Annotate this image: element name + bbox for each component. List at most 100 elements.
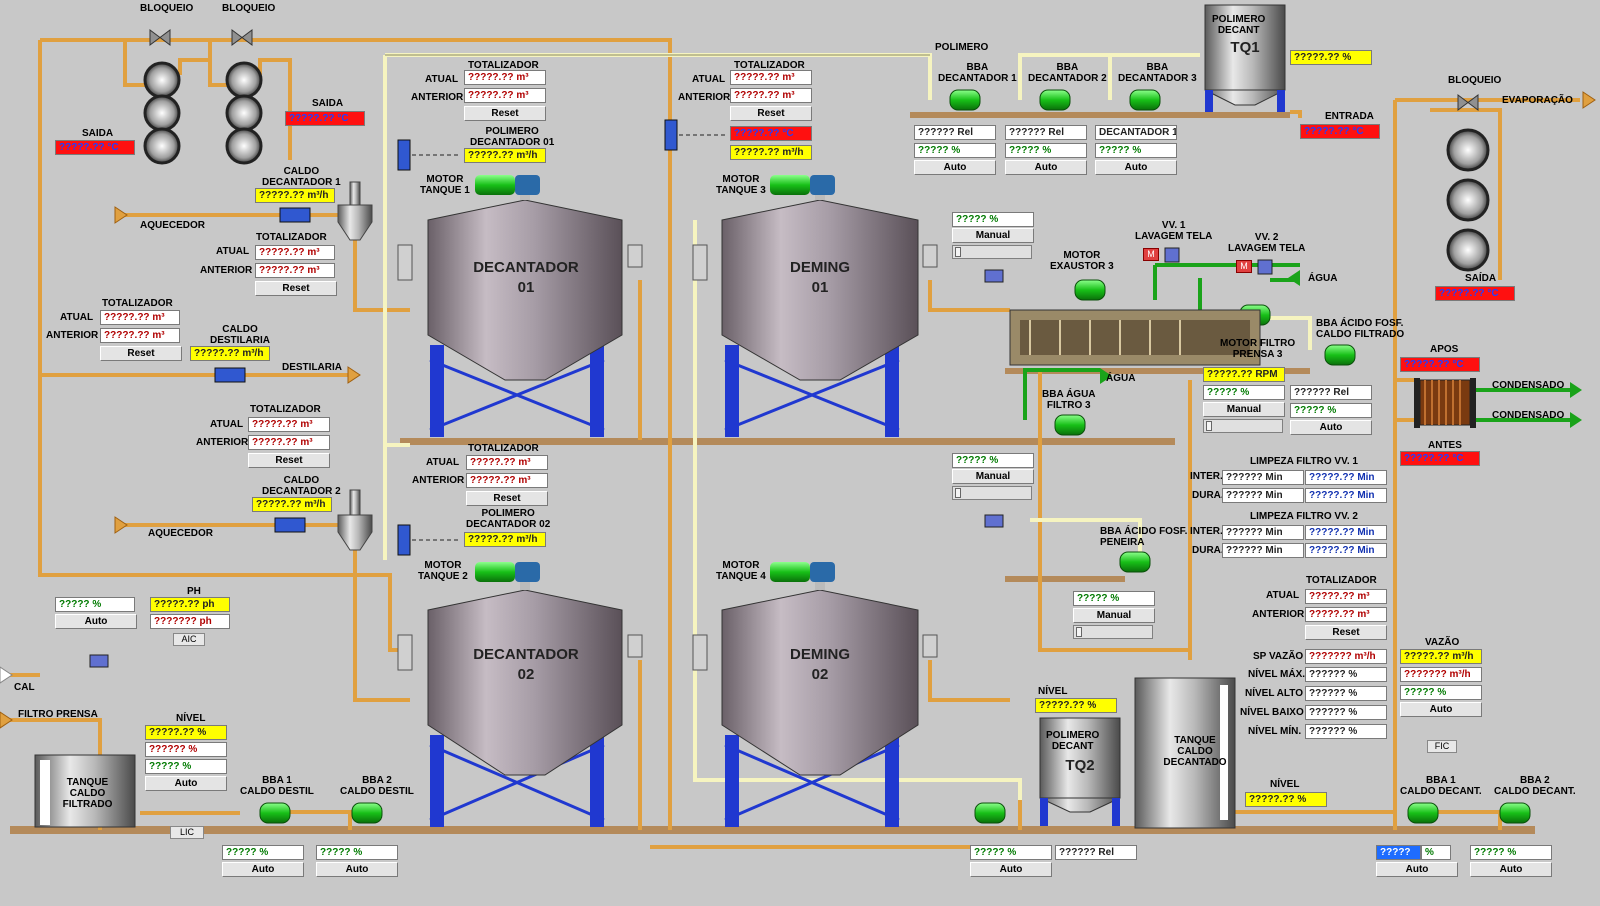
bba-dec3-auto-button[interactable]: Auto	[1095, 160, 1177, 175]
reset-button-g[interactable]: Reset	[1305, 625, 1387, 640]
reset-button-c[interactable]: Reset	[248, 453, 330, 468]
nivel-alto-value: ?????? %	[1305, 686, 1387, 701]
vazao-sp-value: ??????? m³/h	[1400, 667, 1482, 682]
apos-temp-value: ?????.?? °C	[1400, 357, 1480, 372]
tq2-title: TQ2	[1065, 757, 1095, 774]
total-e-anterior: ?????.?? m³	[466, 473, 548, 488]
bloqueio-label-2: BLOQUEIO	[222, 3, 276, 14]
slider-thumb[interactable]	[955, 488, 961, 498]
totalizador-label-d: TOTALIZADOR	[468, 60, 539, 71]
atual-label-g: ATUAL	[1266, 590, 1300, 601]
filtro-prensa-manual-button[interactable]: Manual	[1203, 402, 1285, 417]
saida1-temp-value: ?????.?? °C	[55, 140, 135, 155]
bba-dec2-rel: ?????? Rel	[1005, 125, 1087, 140]
total-c-atual: ?????.?? m³	[248, 417, 330, 432]
motor-exaustor3-label: MOTOR EXAUSTOR 3	[1050, 250, 1114, 272]
atual-label-d: ATUAL	[425, 74, 459, 85]
bloqueio-label-3: BLOQUEIO	[1448, 75, 1502, 86]
bba-dec2-auto-button[interactable]: Auto	[1005, 160, 1087, 175]
ph-value: ?????.?? ph	[150, 597, 230, 612]
fic-tag[interactable]: FIC	[1427, 740, 1457, 753]
vv1-dura-sp: ?????.?? Min	[1305, 488, 1387, 503]
nivel-min-label: NÍVEL MÍN.	[1248, 726, 1302, 737]
aic-auto-button[interactable]: Auto	[55, 614, 137, 629]
bba1-decant-auto-button[interactable]: Auto	[1376, 862, 1458, 877]
total-d-atual: ?????.?? m³	[464, 70, 546, 85]
filtro-prensa-slider[interactable]	[1203, 419, 1283, 433]
peneira-slider[interactable]	[952, 486, 1032, 500]
vazao-value: ?????.?? m³/h	[1400, 649, 1482, 664]
ph-label: PH	[187, 586, 201, 597]
flow-arrows	[0, 91, 1596, 729]
slider-thumb[interactable]	[955, 247, 961, 257]
polimero-dec01-flow-value: ?????.?? m³/h	[464, 148, 546, 163]
bba-dec1-rel: ?????? Rel	[914, 125, 996, 140]
exaustor-manual-button[interactable]: Manual	[952, 228, 1034, 243]
atual-label-f: ATUAL	[692, 74, 726, 85]
caldo-decantador1-label: CALDO DECANTADOR 1	[262, 166, 341, 188]
vv2-label: VV. 2 LAVAGEM TELA	[1228, 232, 1306, 254]
aic-tag[interactable]: AIC	[173, 633, 205, 646]
slider-thumb[interactable]	[1206, 421, 1212, 431]
bba-acido-peneira-output: ????? %	[1073, 591, 1155, 606]
motor-tanque3-label: MOTOR TANQUE 3	[716, 174, 766, 196]
evaporacao-label: EVAPORAÇÃO	[1502, 95, 1573, 106]
vv2-dura-value: ?????? Min	[1222, 543, 1304, 558]
condensado-label-1: CONDENSADO	[1492, 380, 1565, 391]
cyclone-separators	[337, 181, 373, 551]
bba-acido-peneira-manual-button[interactable]: Manual	[1073, 608, 1155, 623]
reset-button-b[interactable]: Reset	[100, 346, 182, 361]
bba2-destil-auto-button[interactable]: Auto	[316, 862, 398, 877]
bba-dec1-auto-button[interactable]: Auto	[914, 160, 996, 175]
nivel-min-value: ?????? %	[1305, 724, 1387, 739]
bba-acido-peneira-slider[interactable]	[1073, 625, 1153, 639]
bba-tq2-auto-button[interactable]: Auto	[970, 862, 1052, 877]
bba1-destil-auto-button[interactable]: Auto	[222, 862, 304, 877]
reset-button-f[interactable]: Reset	[730, 106, 812, 121]
bba-decantador1-label: BBA DECANTADOR 1	[938, 62, 1017, 84]
polimero-dec02-label: POLIMERO DECANTADOR 02	[466, 508, 551, 530]
reset-button-d[interactable]: Reset	[464, 106, 546, 121]
sp-vazao-label: SP VAZÃO	[1253, 651, 1304, 662]
lic-auto-button[interactable]: Auto	[145, 776, 227, 791]
agua-label-2: ÁGUA	[1106, 373, 1136, 384]
totalizador-label-b: TOTALIZADOR	[102, 298, 173, 309]
bba2-caldo-destil-label: BBA 2 CALDO DESTIL	[340, 775, 414, 797]
totalizador-label-c: TOTALIZADOR	[250, 404, 321, 415]
total-b-atual: ?????.?? m³	[100, 310, 180, 325]
peneira-output: ????? %	[952, 453, 1034, 468]
bba-dec3-selection: DECANTADOR 1	[1095, 125, 1177, 140]
cal-label: CAL	[14, 682, 35, 693]
total-a-anterior: ?????.?? m³	[255, 263, 335, 278]
lic-tag[interactable]: LIC	[170, 826, 204, 839]
reset-button-e[interactable]: Reset	[466, 491, 548, 506]
tanque-caldo-decantado-label: TANQUE CALDO DECANTADO	[1163, 735, 1227, 768]
bba-dec3-output: ????? %	[1095, 143, 1177, 158]
vv2-motor-tag[interactable]: M	[1236, 260, 1252, 273]
filter-press	[1009, 309, 1261, 366]
bba2-decant-auto-button[interactable]: Auto	[1470, 862, 1552, 877]
peneira-manual-button[interactable]: Manual	[952, 469, 1034, 484]
vv1-motor-tag[interactable]: M	[1143, 248, 1159, 261]
atual-label-e: ATUAL	[426, 457, 460, 468]
filtro-prensa-output: ????? %	[1203, 385, 1285, 400]
bba1-decant-output: ?????	[1376, 845, 1421, 860]
total-f-anterior: ?????.?? m³	[730, 88, 812, 103]
bba1-caldo-destil-label: BBA 1 CALDO DESTIL	[240, 775, 314, 797]
reset-button-a[interactable]: Reset	[255, 281, 337, 296]
limpeza-vv1-label: LIMPEZA FILTRO VV. 1	[1250, 456, 1358, 467]
slider-thumb[interactable]	[1076, 627, 1082, 637]
caldo-destilaria-label: CALDO DESTILARIA	[210, 324, 270, 346]
saida2-temp-value: ?????.?? °C	[285, 111, 365, 126]
exaustor-slider[interactable]	[952, 245, 1032, 259]
vv1-inter-value: ?????? Min	[1222, 470, 1304, 485]
fic-auto-button[interactable]: Auto	[1400, 702, 1482, 717]
total-f-atual: ?????.?? m³	[730, 70, 812, 85]
bba-acido-filtrado-auto-button[interactable]: Auto	[1290, 420, 1372, 435]
meter-dashes	[412, 134, 725, 541]
nivel-baixo-label: NÍVEL BAIXO	[1240, 707, 1304, 718]
vv2-inter-value: ?????? Min	[1222, 525, 1304, 540]
totalizador-label-f: TOTALIZADOR	[734, 60, 805, 71]
bba-tq2-output: ????? %	[970, 845, 1052, 860]
nivel-max-label: NÍVEL MÁX.	[1248, 669, 1306, 680]
